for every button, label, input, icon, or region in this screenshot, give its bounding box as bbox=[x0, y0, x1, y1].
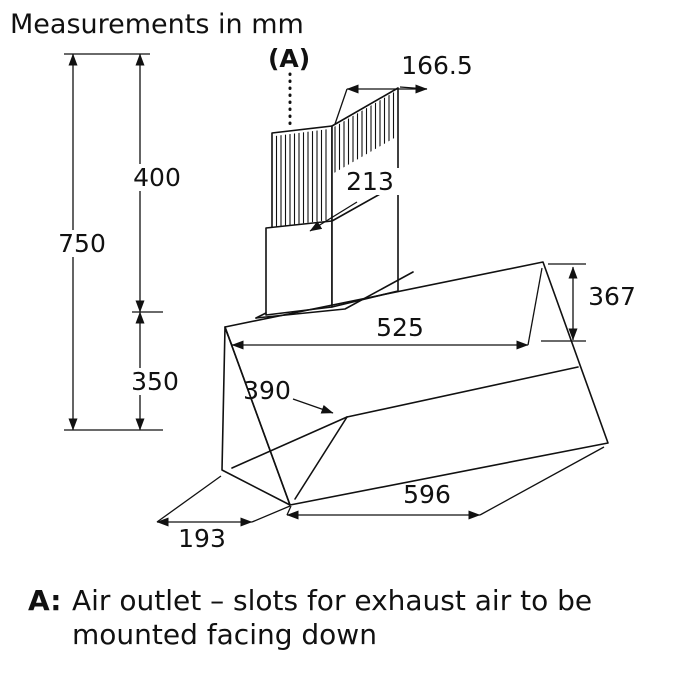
dim-label-525: 525 bbox=[376, 313, 424, 342]
ext-525-right bbox=[527, 267, 543, 346]
page-title: Measurements in mm bbox=[10, 9, 304, 40]
ext-166-5-right bbox=[399, 86, 428, 90]
ext-596-right bbox=[479, 446, 605, 516]
chassis-bottom-left-edge bbox=[231, 416, 348, 469]
dim-label-bg-350 bbox=[126, 368, 184, 395]
dim-label-400: 400 bbox=[133, 163, 181, 192]
dimension-labels: Measurements in mm (A) 166.5 400 213 750… bbox=[10, 9, 636, 553]
leader-390 bbox=[292, 398, 334, 414]
dim-label-bg-750 bbox=[53, 230, 111, 257]
ext-166-5-left bbox=[334, 88, 348, 125]
dim-label-bg-213 bbox=[341, 168, 399, 195]
caption-prefix: A: bbox=[28, 584, 61, 617]
chassis-bottom-front-edge bbox=[346, 366, 579, 418]
ext-193-right bbox=[251, 505, 291, 523]
dim-label-166-5: 166.5 bbox=[401, 51, 473, 80]
glass-panel bbox=[224, 261, 609, 506]
outlet-label: (A) bbox=[268, 44, 310, 73]
dim-label-bg-400 bbox=[128, 164, 186, 191]
caption-line2: mounted facing down bbox=[72, 618, 377, 651]
hood-drawing bbox=[221, 87, 609, 506]
ext-596-left bbox=[286, 505, 292, 516]
dim-label-367: 367 bbox=[588, 282, 636, 311]
dim-label-750: 750 bbox=[58, 229, 106, 258]
dim-label-350: 350 bbox=[131, 367, 179, 396]
chimney-base-flare-edge bbox=[255, 312, 267, 319]
dim-label-390: 390 bbox=[243, 376, 291, 405]
chimney-slots-side bbox=[334, 91, 396, 173]
dim-label-596: 596 bbox=[403, 480, 451, 509]
ext-193-left bbox=[156, 475, 222, 523]
chassis-front-left-edge bbox=[294, 416, 348, 500]
dim-label-213: 213 bbox=[346, 167, 394, 196]
leader-213 bbox=[309, 201, 358, 232]
caption: A: Air outlet – slots for exhaust air to… bbox=[28, 584, 592, 651]
ext-525-left bbox=[225, 330, 233, 346]
caption-line1: Air outlet – slots for exhaust air to be bbox=[72, 584, 592, 617]
chimney-slots-front bbox=[275, 129, 329, 227]
dim-label-193: 193 bbox=[178, 524, 226, 553]
chimney-lower-front-face bbox=[265, 220, 333, 316]
